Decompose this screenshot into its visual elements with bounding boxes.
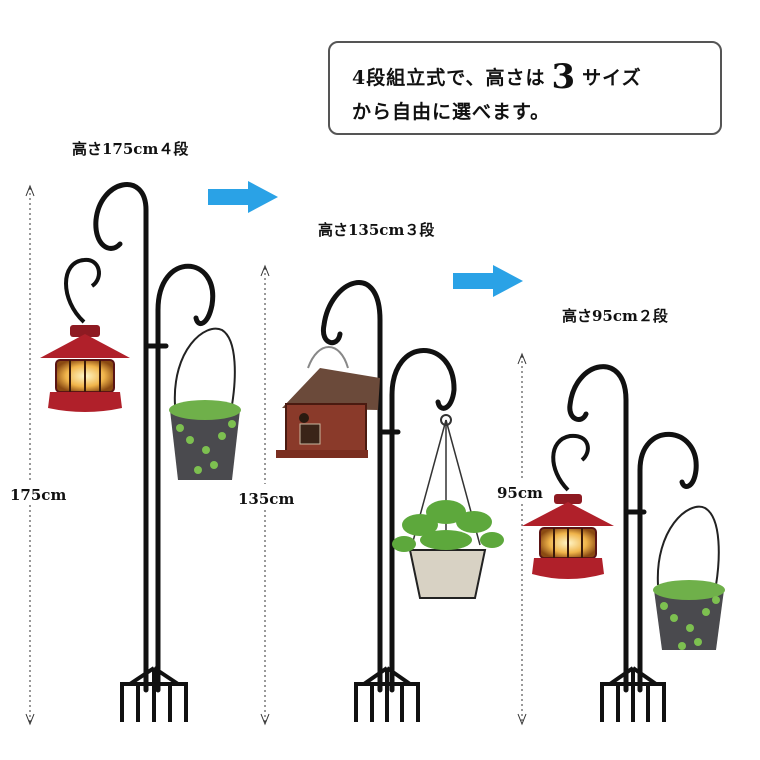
right-arrow-icon (453, 265, 523, 297)
lantern-1 (40, 257, 130, 412)
shepherd-hook-stand-1 (93, 182, 216, 693)
shepherd-hook-stand-2 (320, 280, 457, 693)
shepherd-hook-stand-3 (567, 364, 699, 693)
birdhouse (276, 346, 380, 458)
stand-1-title: 高さ175cm４段 (72, 140, 189, 158)
callout-text-b: サイズ (582, 67, 642, 89)
stand-1-height-label: 175cm (10, 486, 67, 504)
stand-3-title: 高さ95cm２段 (562, 307, 668, 325)
dimension-line-3 (517, 352, 527, 726)
right-arrow-icon (208, 181, 278, 213)
stand-2-height-label: 135cm (238, 490, 295, 508)
hanging-planter-3 (653, 505, 725, 650)
dimension-line-2 (260, 264, 270, 726)
ground-stake-stand-2 (354, 666, 420, 722)
lantern-3 (522, 433, 614, 579)
hanging-basket-2 (392, 414, 504, 599)
callout-line-2: から自由に選べます。 (352, 101, 551, 123)
dimension-line-1 (25, 184, 35, 726)
stand-2-title: 高さ135cm３段 (318, 221, 435, 239)
hanging-planter-1 (169, 327, 241, 480)
stand-3-height-label: 95cm (497, 484, 543, 502)
ground-stake-stand-1 (120, 666, 188, 722)
callout-size-count: 3 (551, 57, 577, 97)
ground-stake-stand-3 (600, 666, 666, 722)
callout-text-a: 4段組立式で、高さは (352, 67, 546, 89)
